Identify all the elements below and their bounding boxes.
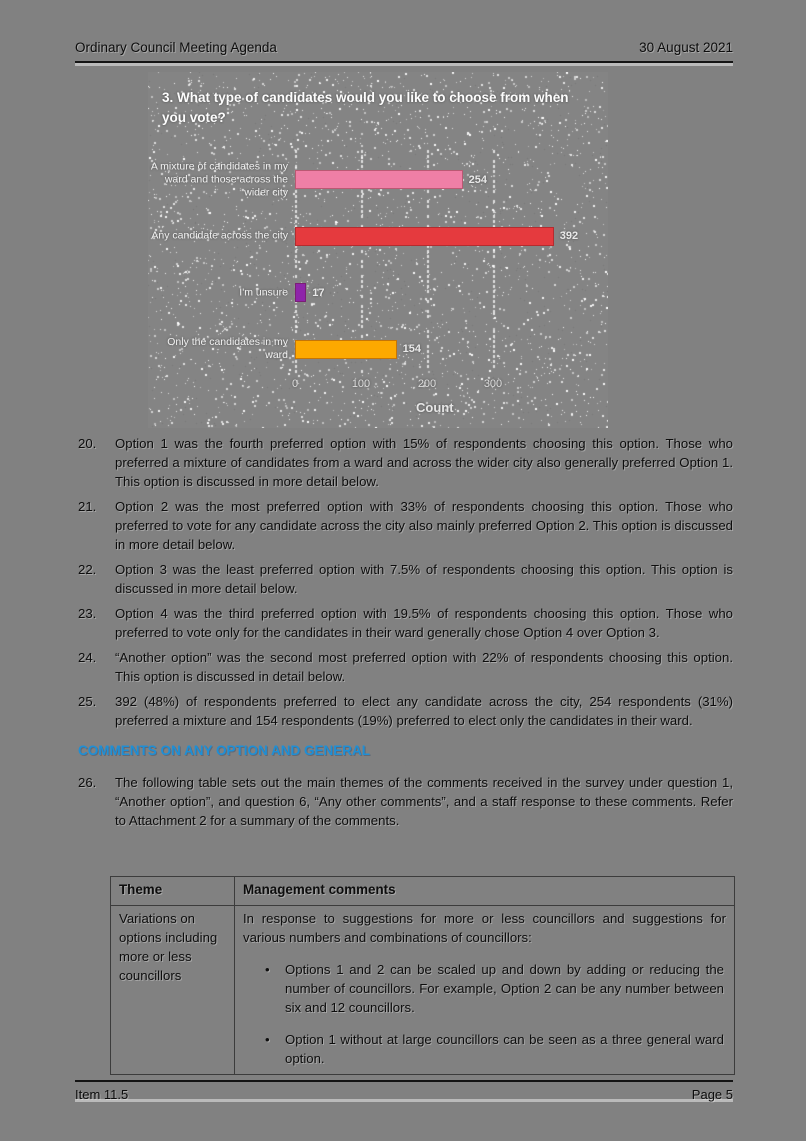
paragraph-item: 23. Option 4 was the third preferred opt… xyxy=(78,604,733,642)
paragraph-number: 22. xyxy=(78,560,115,598)
category-label: Only the candidates in my ward xyxy=(150,336,288,362)
paragraph-item: 21. Option 2 was the most preferred opti… xyxy=(78,497,733,554)
bar-value-label: 17 xyxy=(312,287,324,299)
survey-bar-chart: 3. What type of candidates would you lik… xyxy=(148,72,608,428)
bar-value-label: 154 xyxy=(403,343,421,355)
paragraph-item: 20. Option 1 was the fourth preferred op… xyxy=(78,434,733,491)
header-title: Ordinary Council Meeting Agenda xyxy=(75,40,277,55)
paragraph-list-after-heading: 26. The following table sets out the mai… xyxy=(78,773,733,830)
management-intro: In response to suggestions for more or l… xyxy=(243,909,726,947)
chart-title: 3. What type of candidates would you lik… xyxy=(162,88,594,128)
bar xyxy=(295,340,397,359)
section-heading: COMMENTS ON ANY OPTION AND GENERAL xyxy=(78,741,733,760)
paragraph-list: 20. Option 1 was the fourth preferred op… xyxy=(78,434,733,730)
paragraph-text: The following table sets out the main th… xyxy=(115,773,733,830)
bullet-item: • Option 1 without at large councillors … xyxy=(243,1030,726,1068)
paragraph-number: 20. xyxy=(78,434,115,491)
comments-table: Theme Management comments Variations on … xyxy=(110,876,735,1075)
bullet-text: Options 1 and 2 can be scaled up and dow… xyxy=(285,960,726,1017)
bar-value-label: 254 xyxy=(469,174,487,186)
header-date: 30 August 2021 xyxy=(639,40,733,55)
body-text: 20. Option 1 was the fourth preferred op… xyxy=(78,434,733,836)
footer-item-number: Item 11.5 xyxy=(75,1087,128,1102)
paragraph-item: 25. 392 (48%) of respondents preferred t… xyxy=(78,692,733,730)
bar-value-label: 392 xyxy=(560,230,578,242)
category-label: I'm unsure xyxy=(150,286,288,299)
x-tick-label: 200 xyxy=(410,378,444,390)
bar xyxy=(295,283,306,302)
paragraph-number: 25. xyxy=(78,692,115,730)
bar xyxy=(295,227,554,246)
table-header-row: Theme Management comments xyxy=(111,877,735,906)
bullet-list: • Options 1 and 2 can be scaled up and d… xyxy=(243,960,726,1068)
paragraph-item: 22. Option 3 was the least preferred opt… xyxy=(78,560,733,598)
bullet-marker: • xyxy=(265,960,285,1017)
paragraph-text: Option 2 was the most preferred option w… xyxy=(115,497,733,554)
paragraph-text: 392 (48%) of respondents preferred to el… xyxy=(115,692,733,730)
paragraph-number: 21. xyxy=(78,497,115,554)
page-footer: Item 11.5 Page 5 xyxy=(75,1080,733,1102)
x-tick-label: 100 xyxy=(344,378,378,390)
management-cell: In response to suggestions for more or l… xyxy=(235,906,735,1075)
paragraph-text: “Another option” was the second most pre… xyxy=(115,648,733,686)
paragraph-number: 23. xyxy=(78,604,115,642)
x-tick-label: 300 xyxy=(476,378,510,390)
paragraph-number: 24. xyxy=(78,648,115,686)
page-header: Ordinary Council Meeting Agenda 30 Augus… xyxy=(75,40,733,63)
table-header-management: Management comments xyxy=(235,877,735,906)
paragraph-item: 24. “Another option” was the second most… xyxy=(78,648,733,686)
x-axis-title: Count xyxy=(416,400,454,415)
footer-page-number: Page 5 xyxy=(692,1087,733,1102)
bar xyxy=(295,170,463,189)
bullet-marker: • xyxy=(265,1030,285,1068)
x-tick-label: 0 xyxy=(278,378,312,390)
paragraph-text: Option 3 was the least preferred option … xyxy=(115,560,733,598)
paragraph-number: 26. xyxy=(78,773,115,830)
category-label: A mixture of candidates in my ward and t… xyxy=(150,160,288,199)
bullet-item: • Options 1 and 2 can be scaled up and d… xyxy=(243,960,726,1017)
category-label: Any candidate across the city xyxy=(150,230,288,243)
paragraph-text: Option 1 was the fourth preferred option… xyxy=(115,434,733,491)
paragraph-item: 26. The following table sets out the mai… xyxy=(78,773,733,830)
bullet-text: Option 1 without at large councillors ca… xyxy=(285,1030,726,1068)
paragraph-text: Option 4 was the third preferred option … xyxy=(115,604,733,642)
table-row: Variations on options including more or … xyxy=(111,906,735,1075)
theme-cell: Variations on options including more or … xyxy=(111,906,235,1075)
table-header-theme: Theme xyxy=(111,877,235,906)
